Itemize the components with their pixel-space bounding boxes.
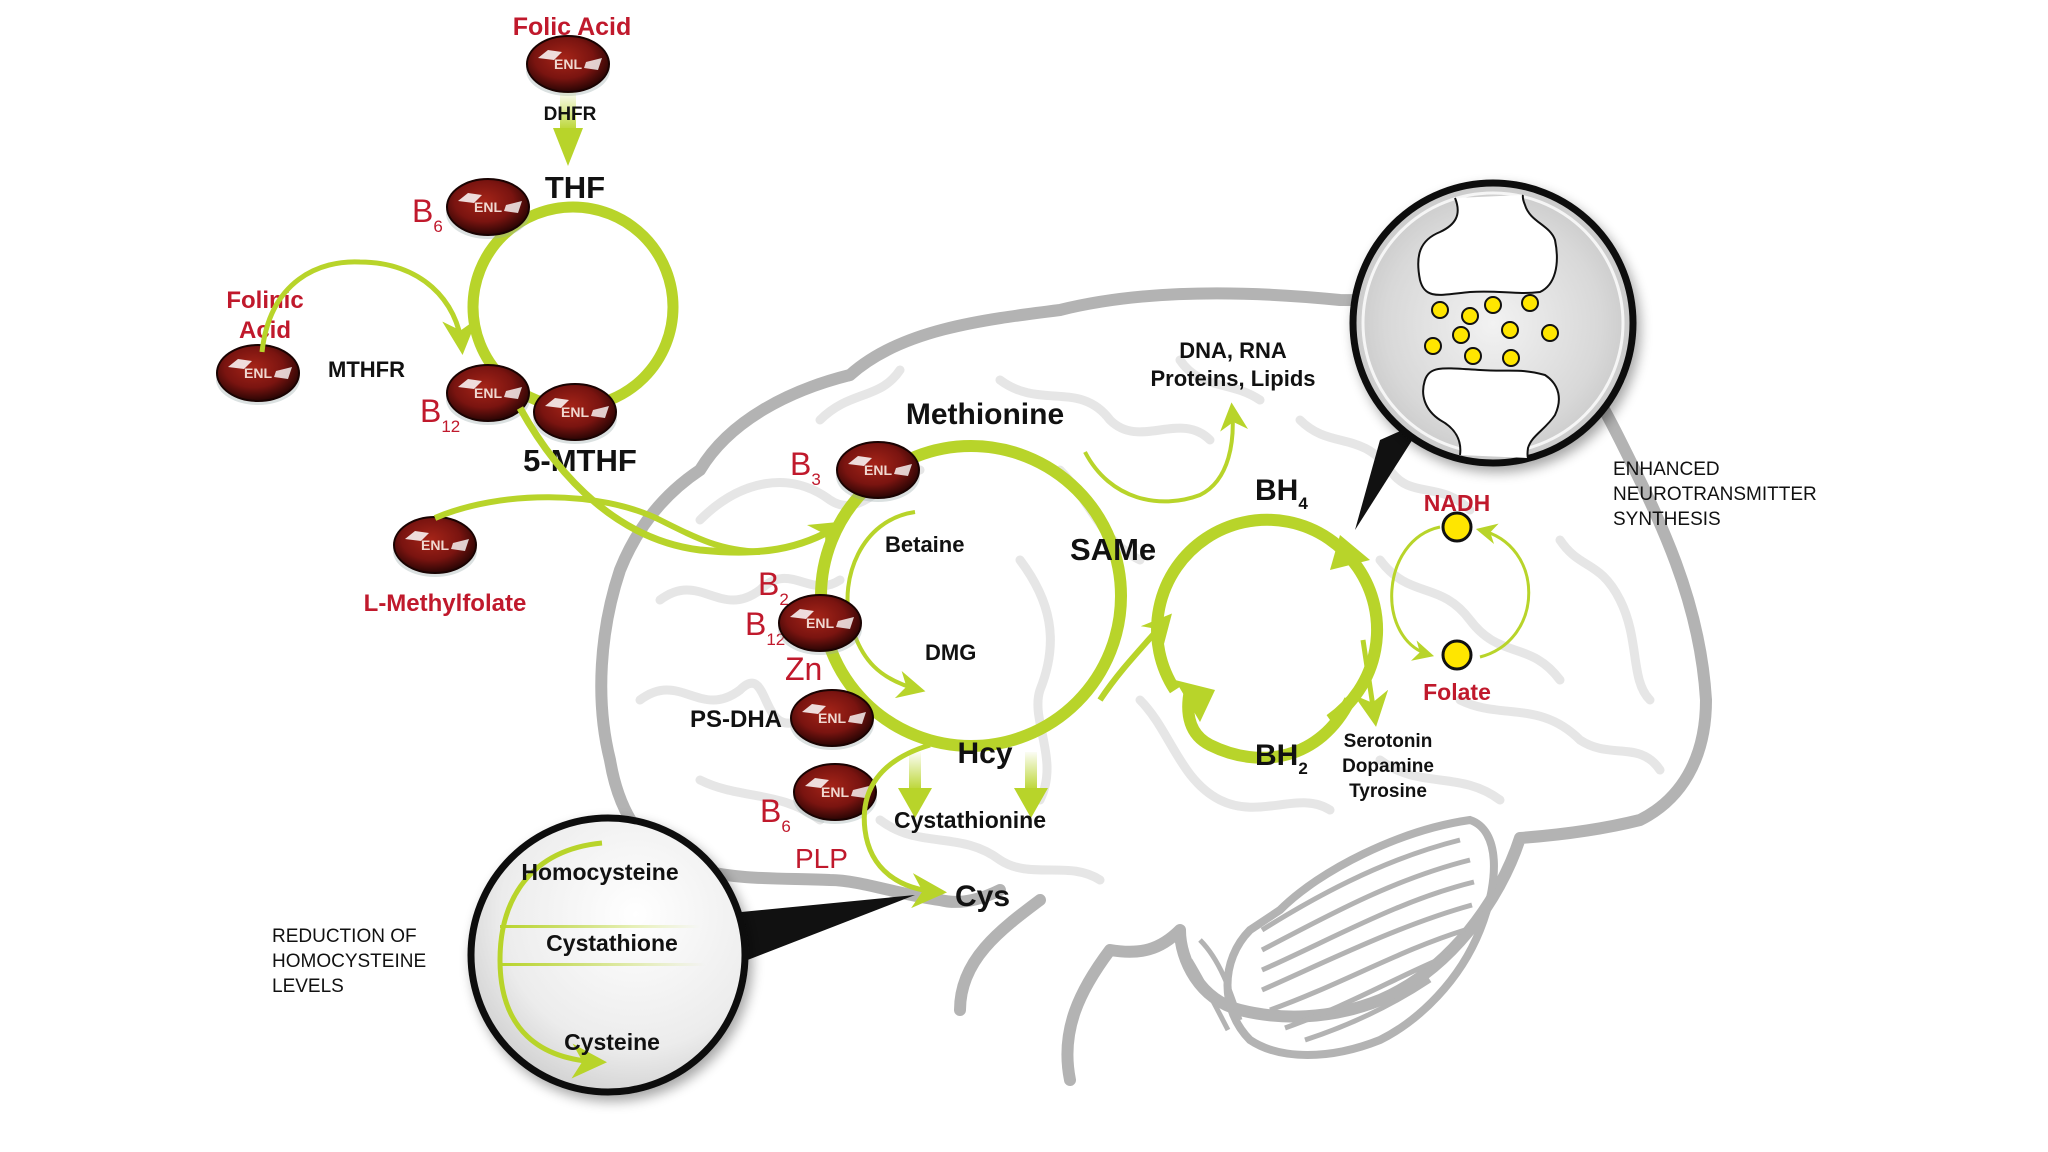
proteins-lipids-label: Proteins, Lipids [1150, 366, 1315, 391]
vesicle-icon [1431, 301, 1449, 319]
mthfr-label: MTHFR [328, 357, 405, 382]
l-methylfolate-to-methionine-arrow [433, 494, 761, 555]
bh2-label: BH2 [1255, 739, 1308, 778]
b2-label: B2 [758, 566, 789, 609]
hcy-to-cys-arrow [861, 742, 947, 909]
cystathione-line-bottom [500, 963, 705, 966]
nadh-folate-cycle: NADH Folate [1390, 490, 1531, 705]
enhanced-synthesis-line1: ENHANCED [1613, 459, 1720, 480]
bh4-cycle-arrow-top [1330, 535, 1370, 570]
b6-capsule-icon[interactable] [445, 178, 531, 240]
same-to-dna-arrow [1083, 402, 1249, 504]
hcy-arrow-right-shaft [1025, 752, 1037, 792]
b3-capsule-icon[interactable] [835, 441, 921, 503]
folinic-acid-capsule-icon[interactable] [215, 344, 301, 406]
dhfr-arrow-shaft [560, 92, 576, 132]
folate-label: Folate [1423, 679, 1491, 705]
neurotransmitter-vesicles [1424, 294, 1559, 367]
postsynaptic-terminal [1422, 367, 1560, 459]
folinic-acid-label-line1: Folinic [226, 287, 303, 314]
vesicle-icon [1452, 326, 1470, 344]
cysteine-item: Cysteine [564, 1029, 660, 1055]
homocysteine-flow-arrow [497, 840, 607, 1079]
5-mthf-label: 5-MTHF [523, 443, 637, 478]
hcy-arrow-left-head [898, 788, 932, 818]
serotonin-label: Serotonin [1344, 731, 1433, 752]
synapse-pointer [1355, 420, 1425, 530]
reduction-of-homocysteine-line1: REDUCTION OF [272, 926, 417, 947]
vesicle-icon [1464, 347, 1482, 365]
reduction-of-homocysteine-line3: LEVELS [272, 976, 344, 997]
hcy-arrow-left-shaft [909, 752, 921, 792]
tyrosine-label: Tyrosine [1349, 781, 1427, 802]
presynaptic-terminal [1417, 194, 1558, 296]
5mthf-capsule-icon[interactable] [532, 383, 618, 445]
b3-label: B3 [790, 446, 821, 489]
homocysteine-item: Homocysteine [521, 859, 678, 885]
zn-label: Zn [785, 651, 822, 687]
ps-dha-capsule-icon[interactable] [789, 689, 875, 751]
dhfr-arrow-head [553, 128, 583, 166]
dmg-label: DMG [925, 640, 976, 665]
dna-rna-label: DNA, RNA [1179, 338, 1287, 363]
cys-label: Cys [955, 880, 1010, 913]
vesicle-icon [1521, 294, 1539, 312]
sam-e-label: SAMe [1070, 532, 1156, 567]
nadh-to-folate-arrow [1390, 525, 1441, 661]
b6-label: B6 [412, 193, 443, 236]
bh4-cycle-ring [1151, 513, 1384, 725]
hcy-label: Hcy [957, 737, 1012, 770]
cerebellum [1187, 815, 1498, 1059]
5mthf-to-methionine-arrow [516, 406, 846, 556]
plp-label: PLP [795, 843, 848, 874]
hcy-arrow-right-head [1014, 788, 1048, 818]
reduction-of-homocysteine-line2: HOMOCYSTEINE [272, 951, 426, 972]
bh2-return-arrow [1175, 680, 1215, 722]
enhanced-synthesis-line3: SYNTHESIS [1613, 509, 1721, 530]
nadh-node-icon [1441, 511, 1473, 543]
bh4-cycle: BH4 BH2 Serotonin Dopamine Tyrosine [1151, 474, 1434, 802]
vesicle-icon [1424, 337, 1442, 355]
vesicle-icon [1484, 296, 1502, 314]
folate-to-nadh-arrow [1475, 523, 1531, 659]
bh2-return-arc [1182, 688, 1356, 764]
cystathionine-label: Cystathionine [894, 807, 1046, 833]
bh4-to-neurotransmitters-arrow [1353, 639, 1389, 727]
vesicle-icon [1461, 307, 1479, 325]
vesicle-icon [1502, 349, 1520, 367]
synapse-magnifier: ENHANCED NEUROTRANSMITTER SYNTHESIS [1349, 179, 1817, 530]
folic-acid-capsule-icon[interactable] [525, 35, 611, 97]
b12-label: B12 [420, 393, 460, 436]
b6-methionine-label: B6 [760, 793, 791, 836]
enhanced-synthesis-line2: NEUROTRANSMITTER [1613, 484, 1817, 505]
l-methylfolate-capsule-icon[interactable] [392, 516, 478, 578]
b2-b12-zn-capsule-icon[interactable] [777, 594, 863, 656]
b12-capsule-icon[interactable] [445, 364, 531, 426]
homocysteine-magnifier: Homocysteine Cystathione Cysteine REDUCT… [272, 814, 915, 1096]
ps-dha-label: PS-DHA [690, 706, 782, 733]
folinic-to-b12-arrow [259, 259, 478, 355]
dopamine-label: Dopamine [1342, 756, 1434, 777]
folate-node-icon [1441, 639, 1473, 671]
cystathione-line-top [500, 925, 700, 928]
dhfr-label: DHFR [544, 104, 597, 125]
cystathione-item: Cystathione [546, 930, 678, 956]
methionine-label: Methionine [906, 398, 1064, 431]
folate-cycle: Folic Acid DHFR THF B6 Folinic Acid MTHF… [215, 13, 846, 617]
methionine-cycle: Methionine B3 Betaine SAMe DMG B2 B12 Zn… [690, 338, 1316, 913]
thf-label: THF [545, 170, 605, 205]
vesicle-icon [1541, 324, 1559, 342]
l-methylfolate-label: L-Methylfolate [364, 590, 527, 617]
vesicle-icon [1501, 321, 1519, 339]
bh4-label: BH4 [1255, 474, 1308, 513]
betaine-label: Betaine [885, 532, 964, 557]
